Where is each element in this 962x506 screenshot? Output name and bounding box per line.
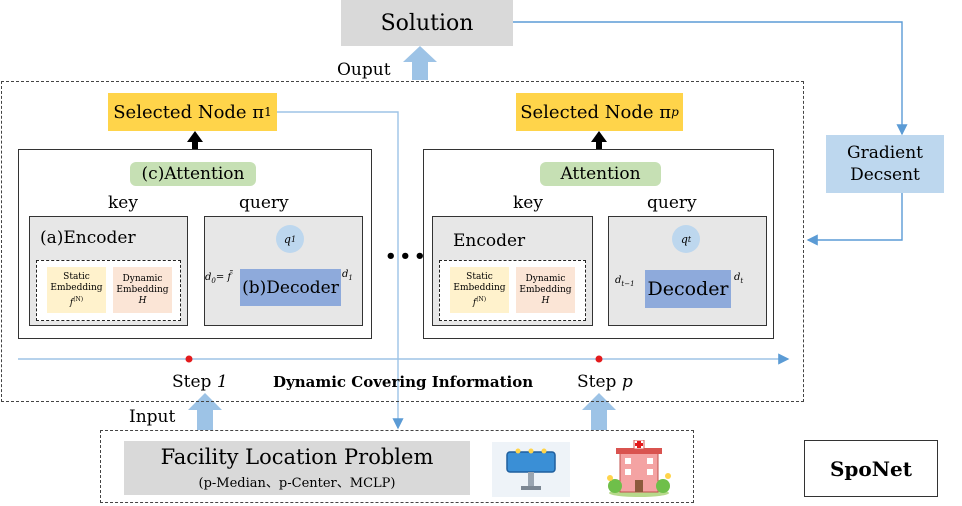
dynamic-emb-h: H (138, 295, 147, 306)
step-p-var: p (621, 372, 633, 392)
d-out-right-var: d (734, 272, 741, 283)
q-right-sub: t (687, 234, 692, 244)
static-emb-sup: (N) (476, 295, 487, 303)
q-right: q (680, 232, 688, 246)
static-embedding-left: Static Embedding f(N) (47, 267, 106, 313)
output-arrow (403, 46, 437, 80)
step-1-var: 1 (216, 372, 228, 392)
static-emb-line2: Embedding (453, 282, 506, 293)
selected-to-input-line (277, 111, 404, 430)
facility-problem-box: Facility Location Problem (p-Median、p-Ce… (124, 441, 470, 495)
input-frame (100, 430, 694, 503)
query-label-right: query (647, 193, 697, 213)
selected-node-left-sub: 1 (264, 105, 272, 119)
d-out-left-var: d (342, 269, 349, 280)
query-label-left: query (239, 193, 289, 213)
ellipsis: ••• (385, 246, 429, 267)
facility-title: Facility Location Problem (160, 445, 434, 469)
dynamic-info-label: Dynamic Covering Information (273, 373, 534, 391)
facility-subtitle: (p-Median、p-Center、MCLP) (198, 476, 396, 491)
d-in-right-sub: t−1 (621, 280, 635, 288)
embedding-group-left: Static Embedding f(N) Dynamic Embedding … (36, 260, 181, 321)
output-label: Ouput (337, 60, 391, 80)
static-emb-f: f (472, 297, 477, 308)
static-emb-sup: (N) (73, 295, 84, 303)
encoder-left: (a)Encoder Static Embedding f(N) Dynamic… (29, 216, 188, 326)
sponet-label-box: SpoNet (804, 440, 938, 497)
static-embedding-right: Static Embedding f(N) (450, 267, 509, 313)
decoder-left-label: (b)Decoder (242, 277, 339, 298)
arrow-panel-to-selected-left (187, 131, 203, 149)
encoder-right-label: Encoder (453, 231, 526, 251)
gradient-to-panel-line (806, 193, 903, 246)
d-in-right: dt−1 (615, 275, 635, 288)
q-left: q (283, 232, 291, 246)
gradient-line2: Decsent (850, 165, 920, 185)
dynamic-embedding-right: Dynamic Embedding H (516, 267, 575, 313)
attention-left-label: (c)Attention (141, 164, 245, 184)
static-emb-line2: Embedding (50, 282, 103, 293)
dynamic-embedding-left: Dynamic Embedding H (113, 267, 172, 313)
dynamic-emb-line1: Dynamic (122, 273, 163, 284)
decoder-right: Decoder (645, 270, 731, 308)
step-1-dot (185, 355, 193, 363)
embedding-group-right: Static Embedding f(N) Dynamic Embedding … (439, 260, 586, 321)
decoder-right-label: Decoder (647, 278, 729, 300)
step-1-label: Step 1 (172, 372, 228, 392)
d-in-left-eq: = f̄ (215, 272, 232, 283)
solution-box: Solution (341, 0, 513, 46)
selected-node-right-label: Selected Node π (520, 101, 672, 123)
gradient-line1: Gradient (846, 143, 923, 163)
solution-label: Solution (380, 10, 474, 36)
arrow-panel-to-selected-right (591, 131, 607, 149)
dynamic-emb-h: H (541, 295, 550, 306)
key-label-left: key (108, 193, 138, 213)
hospital-icon (607, 440, 671, 497)
d-out-right: dt (734, 272, 743, 285)
billboard-icon (492, 442, 570, 497)
step-p-dot (595, 355, 603, 363)
selected-node-left-label: Selected Node π (113, 101, 265, 123)
dynamic-emb-line2: Embedding (116, 284, 169, 295)
feedback-line (513, 21, 908, 136)
dynamic-emb-line2: Embedding (519, 284, 572, 295)
static-emb-f: f (69, 297, 74, 308)
static-emb-line1: Static (466, 271, 493, 282)
static-emb-line1: Static (63, 271, 90, 282)
encoder-left-label: (a)Encoder (40, 228, 136, 248)
step-p-label: Step p (577, 372, 633, 392)
key-label-right: key (513, 193, 543, 213)
dynamic-emb-line1: Dynamic (525, 273, 566, 284)
input-arrow-left (188, 393, 222, 430)
selected-node-right-sub: p (671, 105, 679, 119)
d-in-right-var: d (615, 275, 622, 286)
q-left-sub: 1 (290, 234, 297, 244)
d-in-left-var: d (205, 272, 212, 283)
d-out-left-sub: 1 (348, 274, 353, 282)
d-out-right-sub: t (740, 277, 744, 285)
d-in-left: d0= f̄ (205, 272, 231, 285)
encoder-right: Encoder Static Embedding f(N) Dynamic Em… (432, 216, 593, 326)
step-p-text: Step (577, 372, 622, 392)
d-in-left-sub: 0 (211, 277, 216, 285)
sponet-label: SpoNet (829, 456, 912, 481)
attention-left: (c)Attention (130, 162, 256, 186)
gradient-descent-box: Gradient Decsent (826, 135, 944, 193)
process-frame (1, 81, 804, 402)
input-label: Input (129, 407, 176, 427)
step-1-text: Step (172, 372, 217, 392)
d-out-left: d1 (342, 269, 353, 282)
attention-right: Attention (540, 162, 661, 186)
input-arrow-right (582, 393, 616, 430)
decoder-left: (b)Decoder (240, 269, 341, 306)
attention-right-label: Attention (560, 164, 641, 184)
